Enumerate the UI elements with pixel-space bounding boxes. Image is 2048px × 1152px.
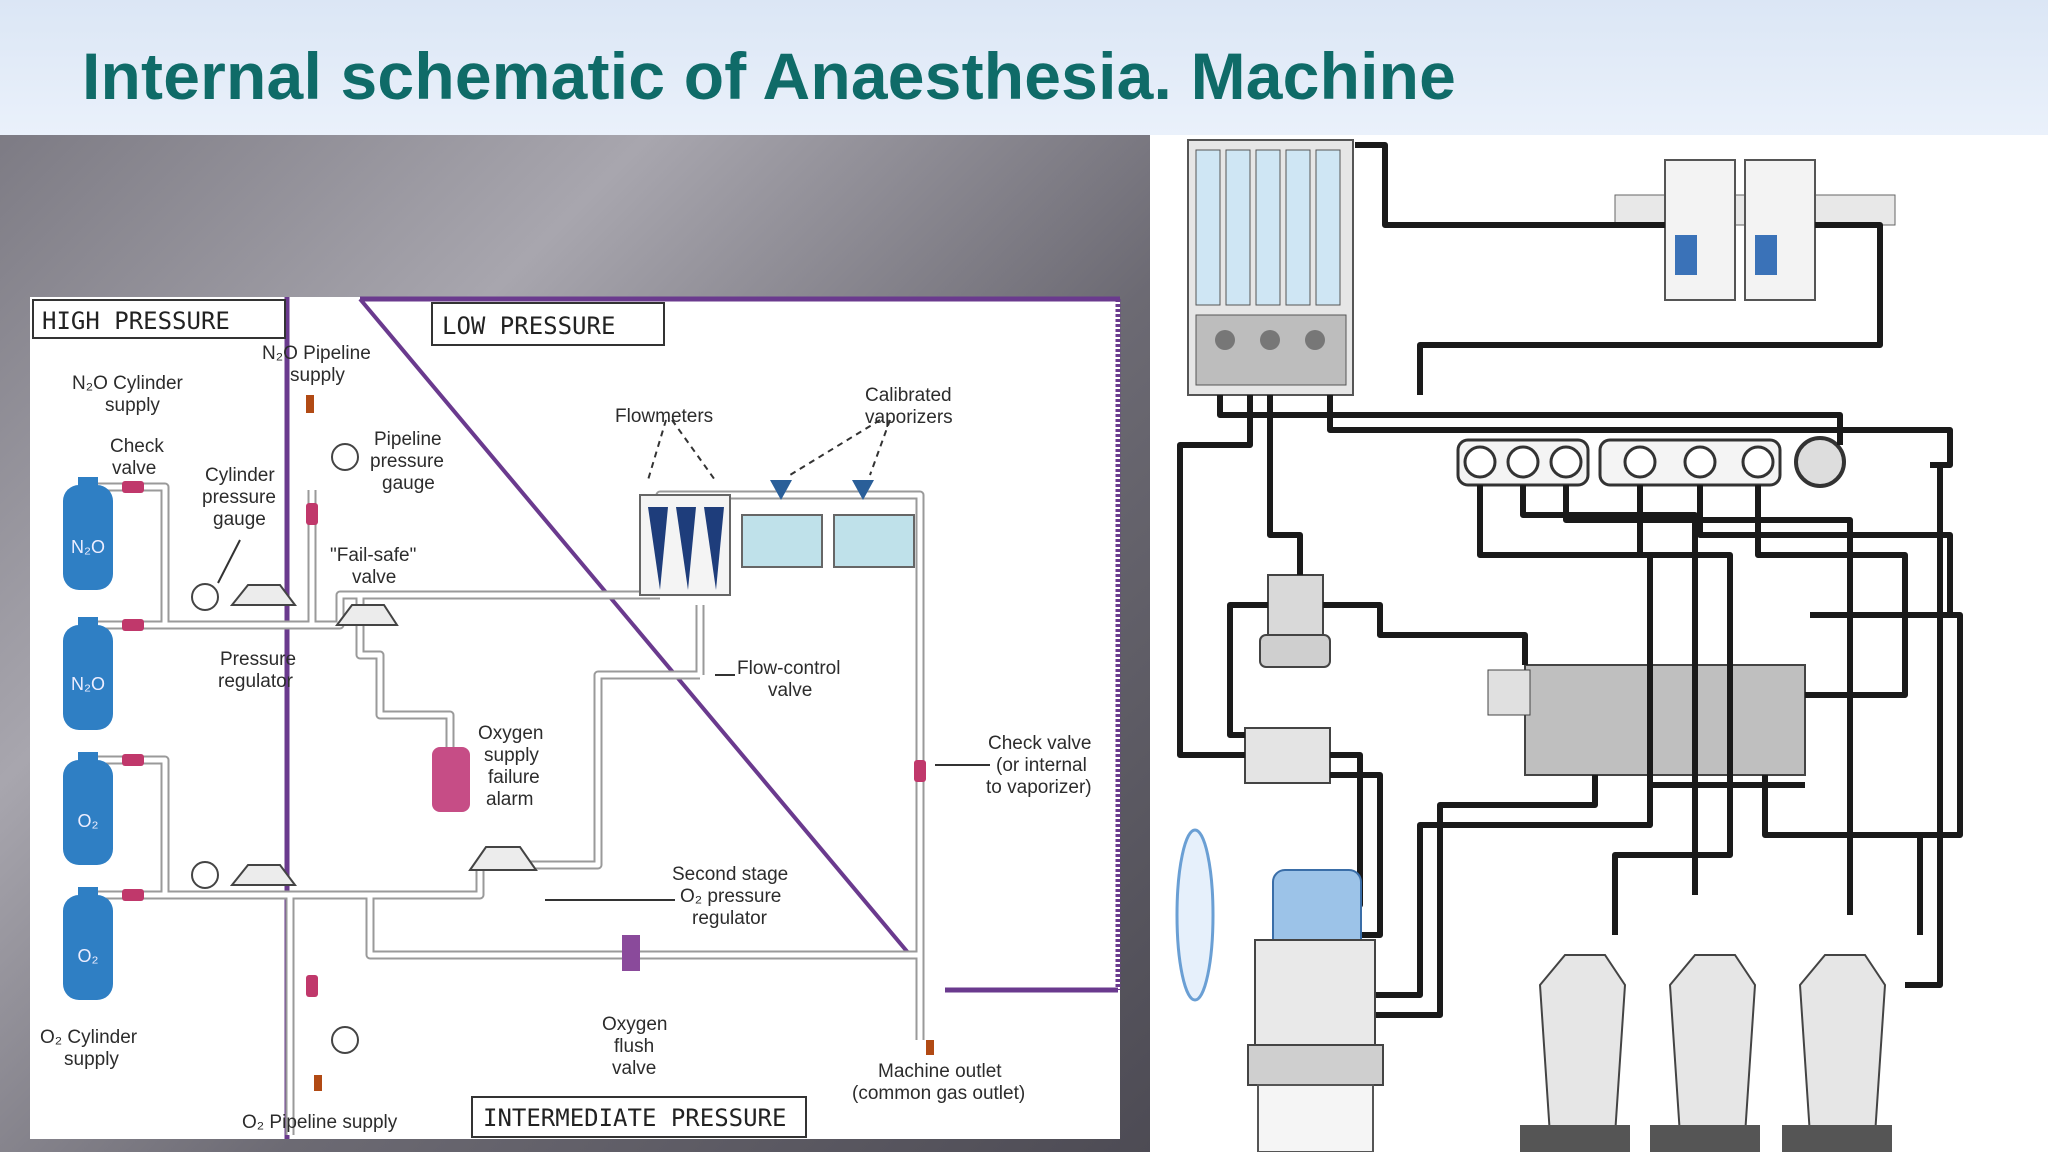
page-title: Internal schematic of Anaesthesia. Machi… <box>82 39 1457 113</box>
svg-text:N₂O Pipeline: N₂O Pipeline <box>262 343 371 364</box>
svg-text:Flow-control: Flow-control <box>737 658 840 679</box>
svg-text:supply: supply <box>105 395 160 416</box>
svg-text:Oxygen: Oxygen <box>478 723 543 744</box>
svg-text:O₂: O₂ <box>78 946 99 966</box>
svg-text:Cylinder: Cylinder <box>205 465 275 486</box>
svg-text:Oxygen: Oxygen <box>602 1014 667 1035</box>
svg-text:gauge: gauge <box>382 473 435 494</box>
schematic-diagram: HIGH PRESSURE LOW PRESSURE INTERMEDIATE … <box>30 296 1121 1139</box>
intermediate-pressure-label: INTERMEDIATE PRESSURE <box>483 1104 786 1132</box>
svg-text:Flowmeters: Flowmeters <box>615 406 713 427</box>
low-pressure-diagonal <box>358 297 912 957</box>
arrows <box>217 395 990 1091</box>
schematic-labels: N₂O Pipeline supply N₂O Cylinder supply … <box>40 343 1092 1133</box>
machine-illustration <box>1175 139 1963 1152</box>
gauge-panel-illustration <box>1456 436 1846 488</box>
svg-text:pressure: pressure <box>370 451 444 472</box>
svg-text:valve: valve <box>112 458 156 479</box>
flowmeter-bank-illustration <box>1187 139 1354 396</box>
svg-text:Second stage: Second stage <box>672 864 788 885</box>
svg-text:O₂ Cylinder: O₂ Cylinder <box>40 1027 138 1048</box>
svg-text:N₂O Cylinder: N₂O Cylinder <box>72 373 184 394</box>
svg-text:gauge: gauge <box>213 509 266 530</box>
svg-text:vaporizers: vaporizers <box>865 407 953 428</box>
manifold-illustration <box>1244 574 1806 784</box>
o2-cylinder-2: O₂ <box>63 887 113 1000</box>
svg-text:Machine outlet: Machine outlet <box>878 1061 1002 1082</box>
title-bar: Internal schematic of Anaesthesia. Machi… <box>0 0 2048 135</box>
cylinder-yokes-illustration <box>1520 954 1892 1152</box>
n2o-cylinder-1: N₂O <box>63 477 113 590</box>
svg-text:valve: valve <box>768 680 812 701</box>
svg-text:Pressure: Pressure <box>220 649 296 670</box>
o2-cylinder-1: O₂ <box>63 752 113 865</box>
ventilator-illustration <box>1175 828 1384 1152</box>
svg-text:flush: flush <box>614 1036 654 1057</box>
svg-text:Check: Check <box>110 436 164 457</box>
svg-text:failure: failure <box>488 767 540 788</box>
svg-text:to vaporizer): to vaporizer) <box>986 777 1092 798</box>
svg-text:supply: supply <box>64 1049 119 1070</box>
svg-text:alarm: alarm <box>486 789 534 810</box>
leader-lines <box>647 419 891 481</box>
svg-text:N₂O: N₂O <box>71 537 105 557</box>
svg-text:supply: supply <box>484 745 539 766</box>
oxygen-failure-alarm <box>432 747 470 812</box>
svg-text:valve: valve <box>352 567 396 588</box>
low-pressure-label: LOW PRESSURE <box>442 312 615 340</box>
schematic-background <box>30 297 1120 1139</box>
svg-text:O₂: O₂ <box>78 811 99 831</box>
vaporizers-illustration <box>1614 159 1896 301</box>
svg-text:Calibrated: Calibrated <box>865 385 952 406</box>
machine-illustration-panel <box>1150 135 2048 1152</box>
check-valves <box>122 481 926 997</box>
high-pressure-label: HIGH PRESSURE <box>42 307 230 335</box>
svg-text:supply: supply <box>290 365 345 386</box>
svg-text:O₂ pressure: O₂ pressure <box>680 886 781 907</box>
flowmeters-block <box>639 494 731 596</box>
high-pressure-box <box>32 299 286 339</box>
low-pressure-box <box>431 302 665 346</box>
svg-text:regulator: regulator <box>692 908 768 929</box>
schematic-panel: HIGH PRESSURE LOW PRESSURE INTERMEDIATE … <box>0 135 1150 1152</box>
intermediate-pressure-box <box>471 1096 807 1138</box>
pressure-regulators <box>229 584 538 886</box>
svg-text:(or internal: (or internal <box>996 755 1087 776</box>
svg-text:valve: valve <box>612 1058 656 1079</box>
svg-text:O₂ Pipeline supply: O₂ Pipeline supply <box>242 1112 398 1133</box>
pressure-gauges <box>191 443 359 1054</box>
hoses-illustration <box>1177 142 1963 1018</box>
calibrated-vaporizers <box>741 480 915 568</box>
svg-text:"Fail-safe": "Fail-safe" <box>330 545 416 566</box>
svg-text:regulator: regulator <box>218 671 294 692</box>
svg-text:(common gas outlet): (common gas outlet) <box>852 1083 1025 1104</box>
svg-text:pressure: pressure <box>202 487 276 508</box>
svg-text:Check valve: Check valve <box>988 733 1092 754</box>
svg-text:N₂O: N₂O <box>71 674 105 694</box>
n2o-cylinder-2: N₂O <box>63 617 113 730</box>
oxygen-flush-valve <box>622 935 640 971</box>
svg-text:Pipeline: Pipeline <box>374 429 442 450</box>
